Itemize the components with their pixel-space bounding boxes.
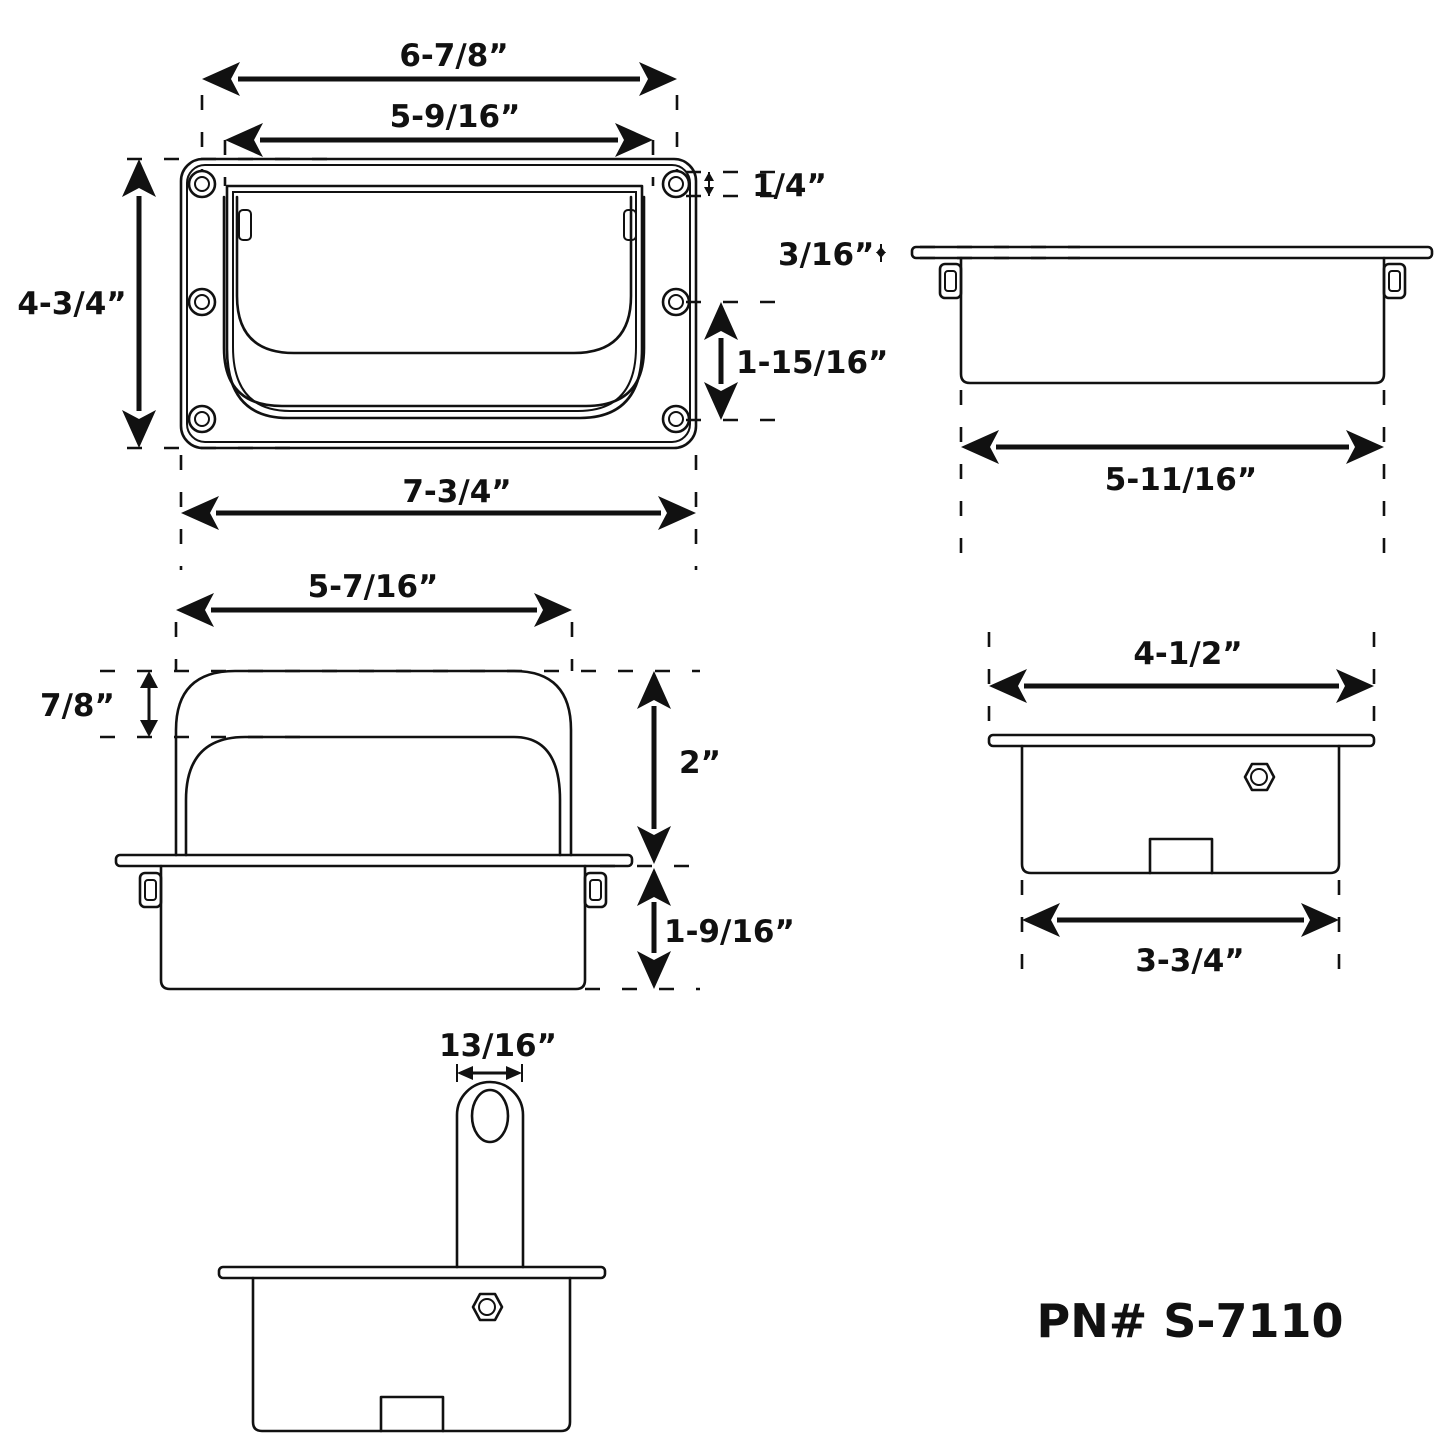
dim-front-handle-height: 2” (679, 745, 721, 781)
screw-hole (661, 287, 691, 317)
dim-end-body-width: 3-3/4” (1135, 943, 1244, 979)
dim-side-flange-thickness: 3/16” (778, 237, 874, 273)
screw-hole (187, 404, 217, 434)
dim-side-body-width: 5-11/16” (1105, 462, 1257, 498)
dim-top-overall-width: 6-7/8” (399, 38, 508, 74)
end-view-handle-up: 13/16” (217, 1028, 607, 1433)
dim-end-flange-width: 4-1/2” (1133, 636, 1242, 672)
part-number: PN# S-7110 (1036, 1294, 1343, 1348)
front-view: 5-7/16” 7/8” 2” 1-9/16” (40, 569, 795, 991)
screw-hole (661, 404, 691, 434)
dim-top-hole-offset: 1/4” (752, 168, 827, 204)
dim-top-inner-width: 5-9/16” (390, 99, 521, 135)
dim-front-handle-grip: 7/8” (40, 688, 115, 724)
dim-end-handle-width: 13/16” (439, 1028, 557, 1064)
end-view: 4-1/2” 3-3/4” (987, 632, 1376, 979)
screw-hole (187, 287, 217, 317)
dim-top-hole-spacing: 1-15/16” (736, 345, 888, 381)
top-view: 6-7/8” 5-9/16” 4-3/4” 1/4” 1-15/16” 7-3/… (17, 38, 888, 570)
side-view: 3/16” 5-11/16” (778, 237, 1434, 560)
dim-top-flange-width: 7-3/4” (402, 474, 511, 510)
screw-hole (187, 169, 217, 199)
dim-top-height: 4-3/4” (17, 286, 126, 322)
screw-hole (661, 169, 691, 199)
dim-front-handle-width: 5-7/16” (308, 569, 439, 605)
dim-front-body-depth: 1-9/16” (664, 914, 795, 950)
